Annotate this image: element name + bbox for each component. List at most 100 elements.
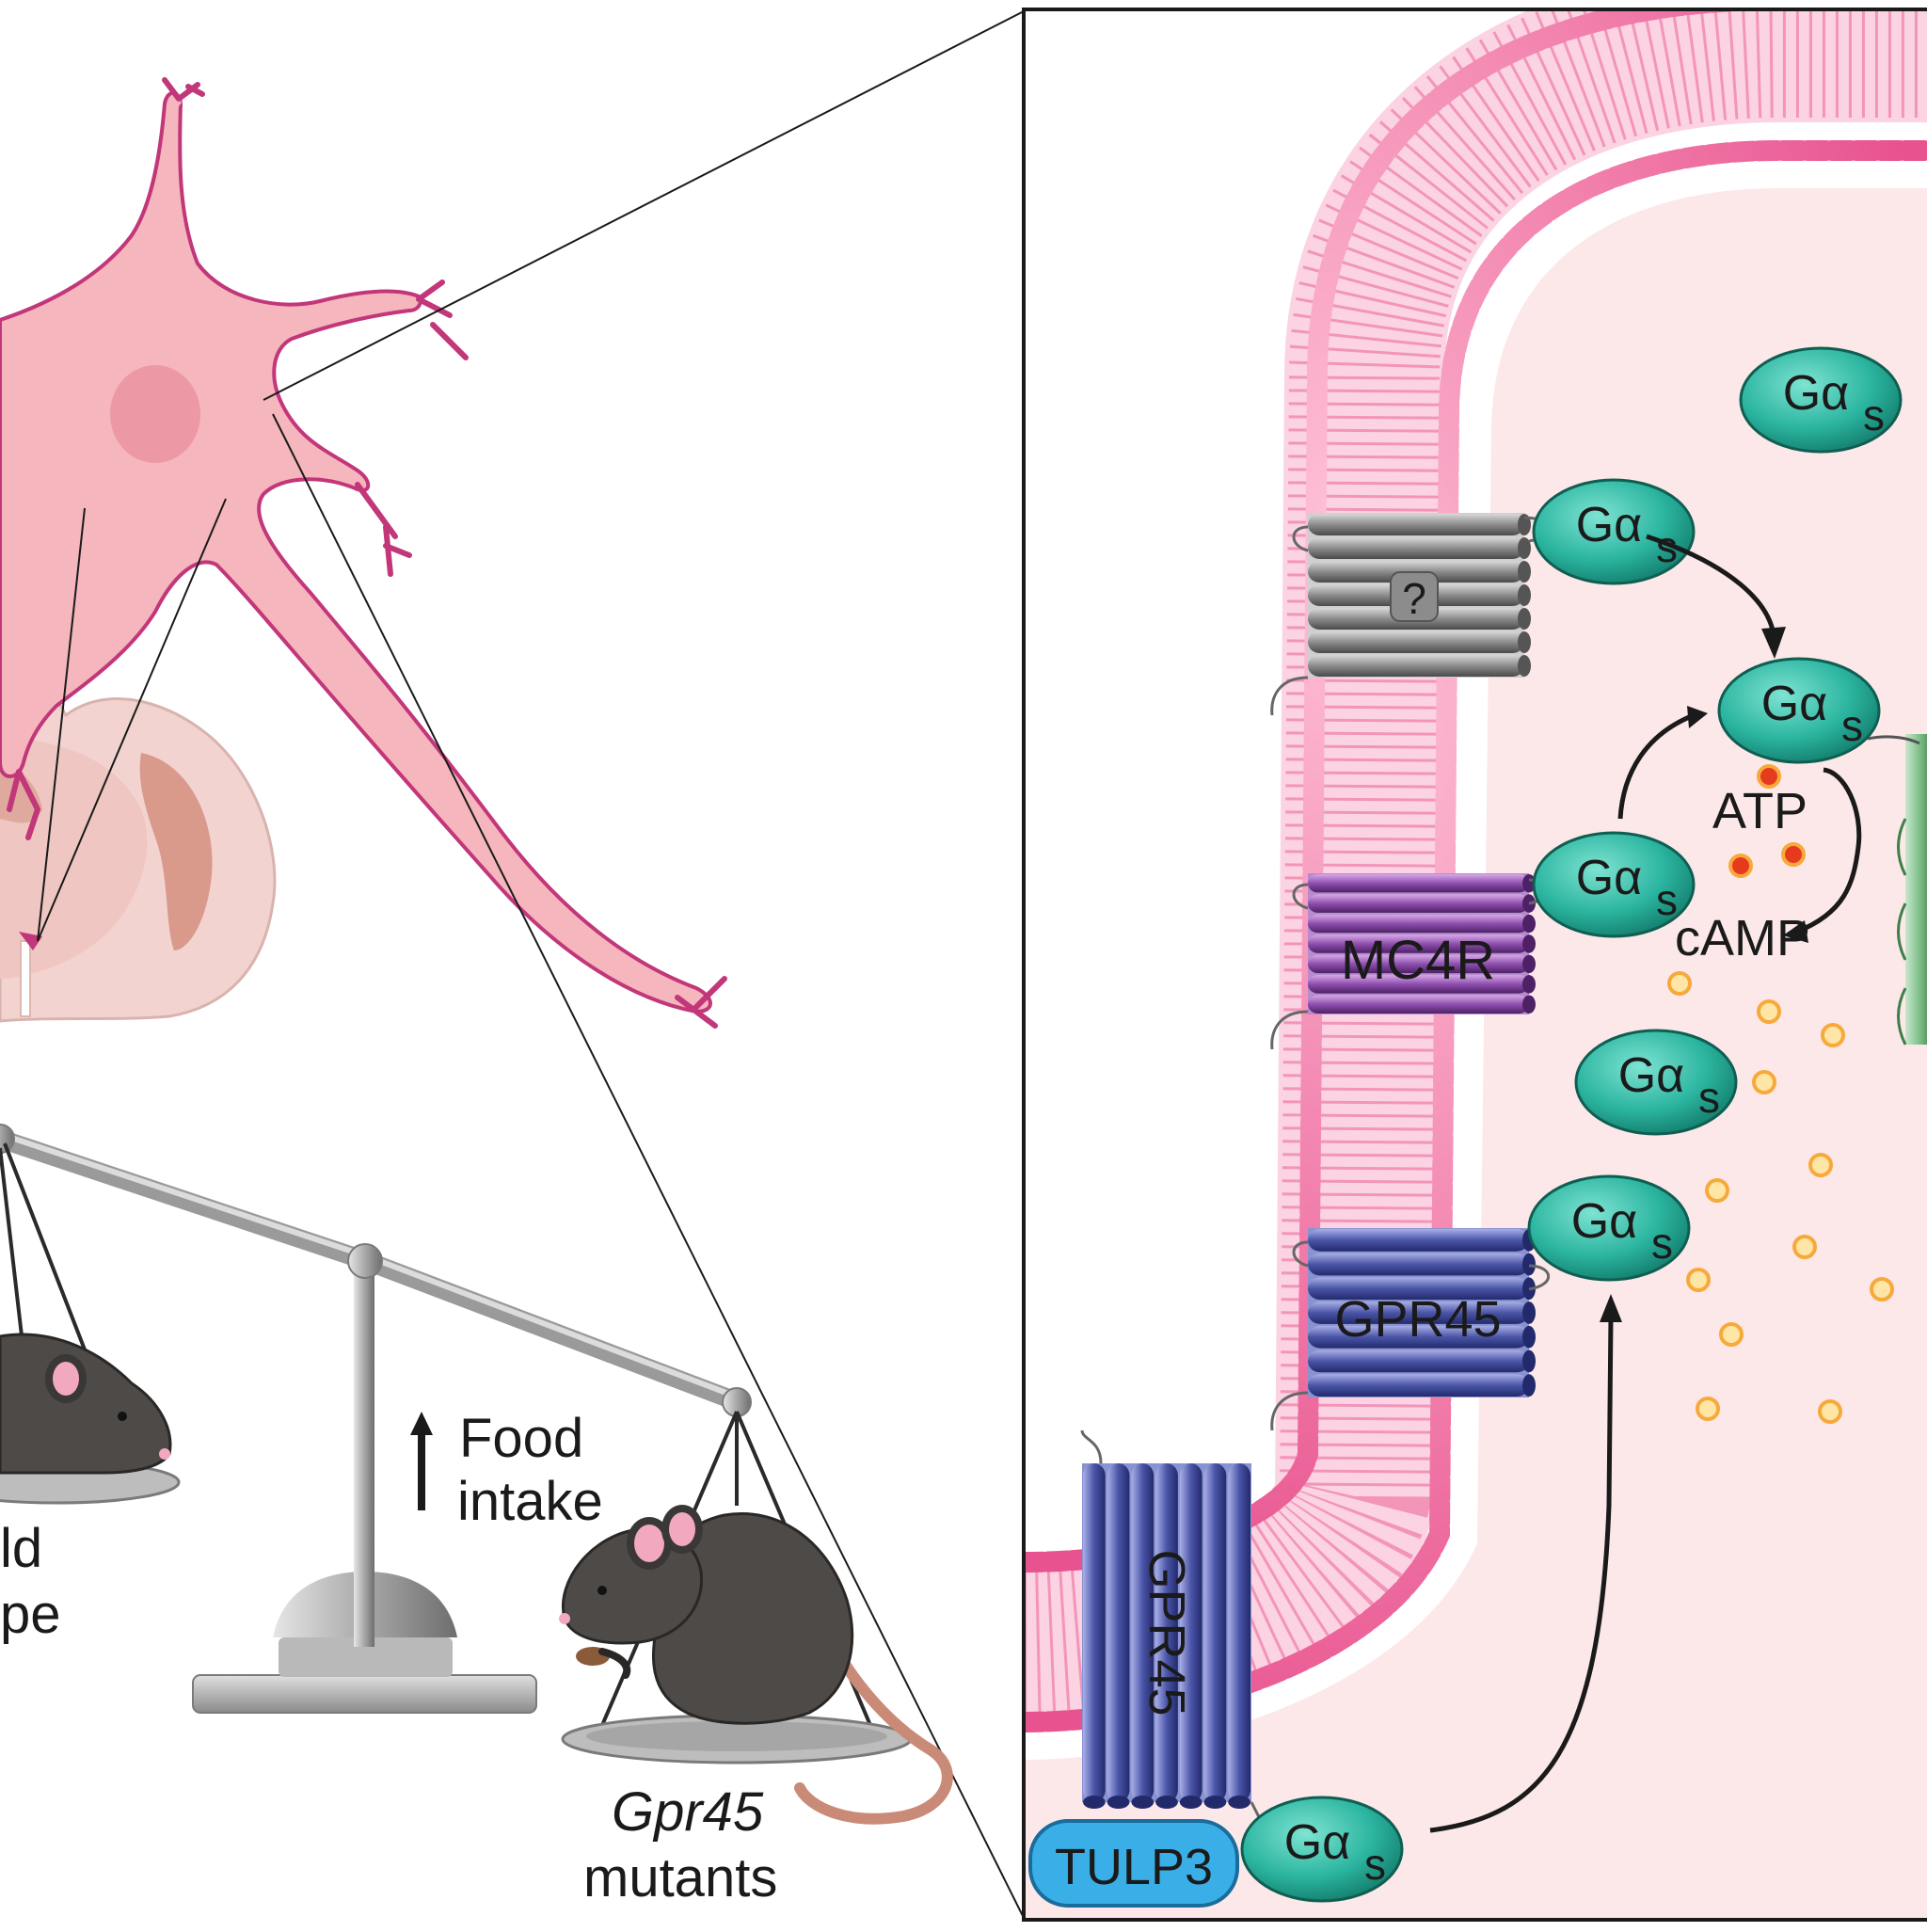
- receptor-mc4r-label: MC4R: [1341, 930, 1495, 991]
- helix-cylinder: [1308, 975, 1529, 994]
- gas-subscript: s: [1651, 1219, 1673, 1268]
- helix-cylinder: [1308, 1325, 1529, 1349]
- food-intake-label-line1: Food: [459, 1408, 583, 1469]
- gas-label: Gα: [1618, 1048, 1685, 1103]
- adenylyl-cyclase: [1867, 734, 1927, 1046]
- camp-molecules: [1667, 971, 1894, 1424]
- camp-molecule: [1821, 1023, 1845, 1047]
- helix-cylinder: [1155, 1463, 1178, 1802]
- helix-cap: [1522, 1325, 1536, 1349]
- helix-cap: [1518, 514, 1531, 535]
- helix-cylinder: [1308, 514, 1524, 535]
- camp-molecule: [1792, 1235, 1817, 1259]
- helix-cylinder: [1308, 1229, 1529, 1252]
- gas-label: Gα: [1571, 1194, 1638, 1249]
- helix-cap: [1107, 1796, 1130, 1809]
- camp-label: cAMP: [1675, 910, 1810, 966]
- gas-label: Gα: [1284, 1815, 1351, 1870]
- helix-cylinder: [1083, 1463, 1106, 1802]
- helix-cap: [1522, 1349, 1536, 1373]
- gas-subscript: s: [1698, 1073, 1720, 1122]
- helix-cap: [1203, 1796, 1227, 1809]
- helix-cap: [1518, 561, 1531, 583]
- helix-cylinder: [1308, 874, 1529, 893]
- gas-label: Gα: [1761, 677, 1828, 731]
- helix-cylinder: [1308, 631, 1524, 653]
- mutant-mouse: [559, 1505, 953, 1825]
- helix-cylinder: [1308, 934, 1529, 953]
- helix-cap: [1522, 894, 1536, 913]
- receptor-gpr45-label: GPR45: [1334, 1291, 1501, 1348]
- helix-cylinder: [1203, 1463, 1227, 1802]
- wildtype-label-line1: ld: [0, 1518, 42, 1579]
- helix-cylinder: [1308, 954, 1529, 974]
- zoom-lines-neuron-brain: [37, 498, 227, 942]
- camp-molecule: [1808, 1153, 1833, 1177]
- receptor-unknown: [1308, 513, 1531, 678]
- tulp3: TULP3: [1028, 1819, 1239, 1908]
- gas-label: Gα: [1783, 366, 1850, 421]
- wildtype-label-line2: pe: [0, 1584, 61, 1645]
- atp-molecules: [1728, 764, 1806, 878]
- helix-cap: [1522, 1374, 1536, 1397]
- helix-cylinder: [1131, 1463, 1155, 1802]
- brain-section: [0, 674, 277, 1023]
- helix-cylinder: [1308, 1301, 1529, 1324]
- helix-cap: [1518, 631, 1531, 653]
- helix-cap: [1155, 1796, 1178, 1809]
- camp-molecule: [1667, 971, 1692, 996]
- camp-molecule: [1719, 1322, 1744, 1347]
- arrow-heads: [1600, 627, 1808, 1322]
- helix-cylinder: [1308, 1277, 1529, 1301]
- cilium-lumen: [1024, 188, 1927, 1920]
- receptor-gpr45-base: [1082, 1463, 1251, 1809]
- wildtype-mouse: [0, 1333, 172, 1475]
- zoom-panel-border: [1022, 8, 1927, 1922]
- gas-label: Gα: [1576, 851, 1643, 905]
- gas-subscript: s: [1863, 391, 1885, 439]
- gas-subscript: s: [1841, 701, 1863, 750]
- helix-cylinder: [1308, 537, 1524, 559]
- helix-cap: [1083, 1796, 1106, 1809]
- receptor-unknown-label: ?: [1402, 574, 1426, 623]
- gas-subscript: s: [1656, 875, 1678, 924]
- helix-cap: [1522, 914, 1536, 934]
- camp-molecule: [1696, 1397, 1720, 1421]
- helix-cylinder: [1107, 1463, 1130, 1802]
- helix-cylinder: [1228, 1463, 1250, 1802]
- atp-label: ATP: [1712, 783, 1808, 839]
- helix-cap: [1518, 537, 1531, 559]
- neuron: [0, 77, 727, 1029]
- camp-molecule: [1752, 1070, 1776, 1094]
- unknown-badge: [1390, 571, 1439, 622]
- signaling-arrows: [1429, 534, 1862, 1833]
- receptor-gpr45: [1308, 1228, 1536, 1397]
- helix-cylinder: [1308, 995, 1529, 1014]
- helix-cap: [1518, 584, 1531, 606]
- gas-subscript: s: [1656, 522, 1678, 571]
- helix-cap: [1518, 608, 1531, 630]
- helix-cylinder: [1308, 894, 1529, 913]
- receptor-gpr45-base-label: GPR45: [1139, 1549, 1195, 1716]
- helix-cap: [1522, 954, 1536, 974]
- camp-molecule: [1818, 1399, 1842, 1424]
- helix-cap: [1522, 1301, 1536, 1324]
- helix-cap: [1131, 1796, 1155, 1809]
- helix-cap: [1522, 934, 1536, 953]
- helix-cap: [1522, 975, 1536, 994]
- zoom-lines-cilium: [263, 10, 1025, 1919]
- receptor-mc4r: [1308, 873, 1536, 1014]
- gas-subscript: s: [1364, 1840, 1386, 1889]
- helix-cylinder: [1308, 1253, 1529, 1276]
- helix-cap: [1228, 1796, 1250, 1809]
